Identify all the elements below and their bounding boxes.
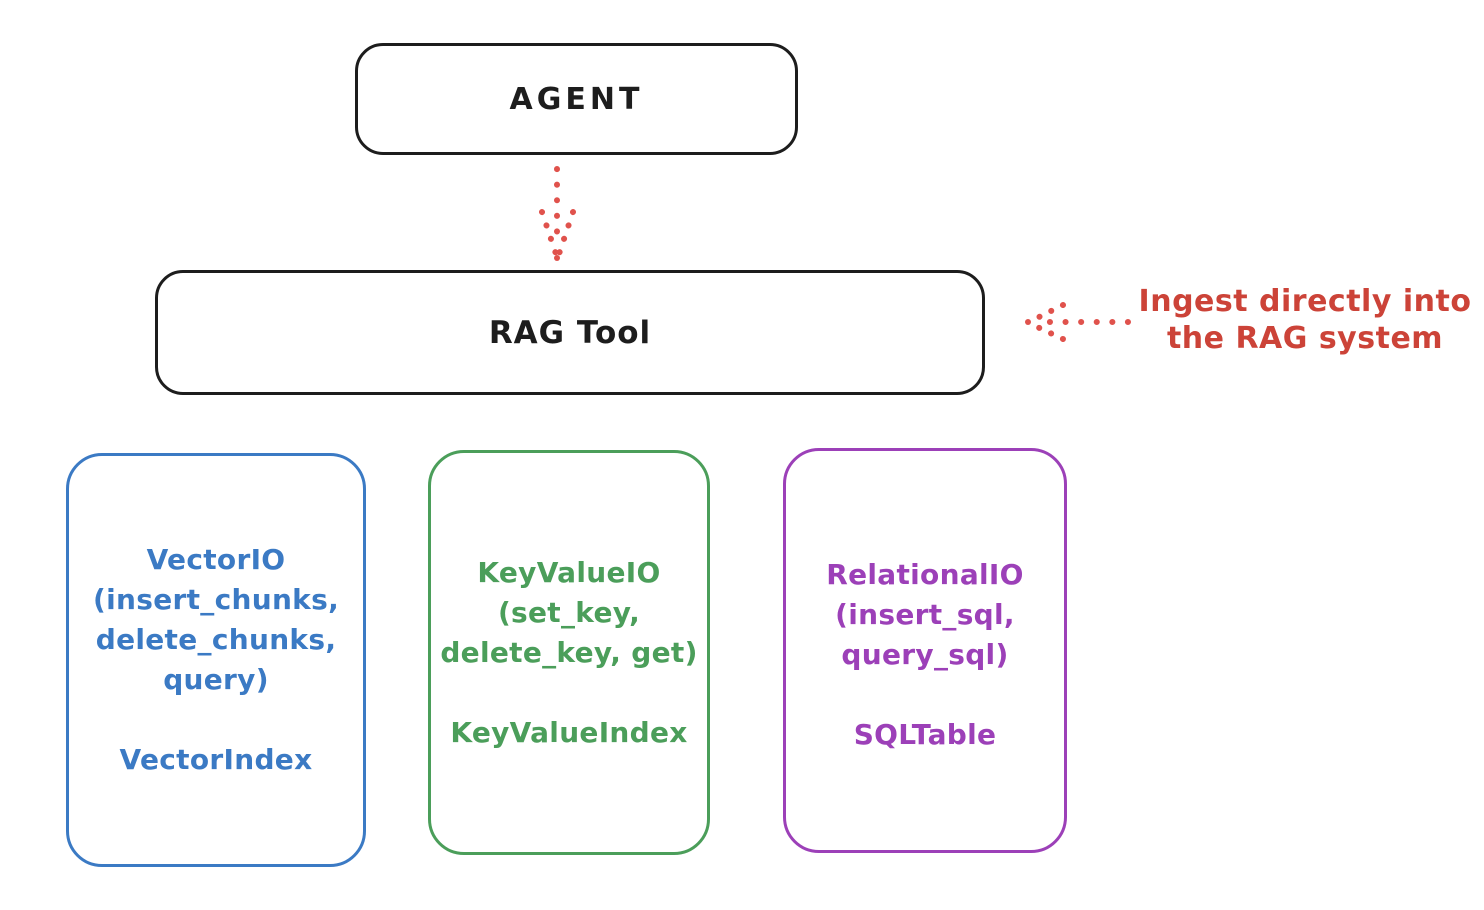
vector-io-line: (insert_chunks, bbox=[93, 583, 339, 616]
vector-io-line: VectorIO bbox=[146, 543, 286, 576]
rag-tool-box: RAG Tool bbox=[155, 270, 985, 395]
keyvalue-io-line: delete_key, get) bbox=[440, 636, 698, 669]
agent-to-rag-dotted-arrow bbox=[539, 166, 576, 261]
relational-io-box: RelationalIO (insert_sql, query_sql) SQL… bbox=[783, 448, 1067, 853]
relational-io-line: query_sql) bbox=[841, 638, 1009, 671]
keyvalue-io-box: KeyValueIO (set_key, delete_key, get) Ke… bbox=[428, 450, 710, 855]
relational-io-line: RelationalIO bbox=[826, 558, 1024, 591]
agent-box: AGENT bbox=[355, 43, 798, 155]
ingest-annotation-line2: the RAG system bbox=[1166, 321, 1444, 356]
vector-io-line: query) bbox=[163, 663, 269, 696]
annotation-to-rag-dotted-arrow bbox=[1025, 302, 1131, 342]
keyvalue-index-label: KeyValueIndex bbox=[450, 716, 688, 749]
keyvalue-io-line: KeyValueIO bbox=[477, 556, 661, 589]
ingest-annotation-line1: Ingest directly into bbox=[1138, 284, 1472, 319]
keyvalue-io-line: (set_key, bbox=[497, 596, 641, 629]
vector-io-box: VectorIO (insert_chunks, delete_chunks, … bbox=[66, 453, 366, 867]
ingest-annotation: Ingest directly into the RAG system bbox=[1130, 283, 1480, 357]
relational-io-line: (insert_sql, bbox=[835, 598, 1015, 631]
agent-box-label: AGENT bbox=[509, 81, 644, 117]
sql-table-label: SQLTable bbox=[853, 718, 997, 751]
vector-index-label: VectorIndex bbox=[119, 743, 313, 776]
rag-tool-box-label: RAG Tool bbox=[488, 314, 652, 351]
vector-io-line: delete_chunks, bbox=[95, 623, 337, 656]
